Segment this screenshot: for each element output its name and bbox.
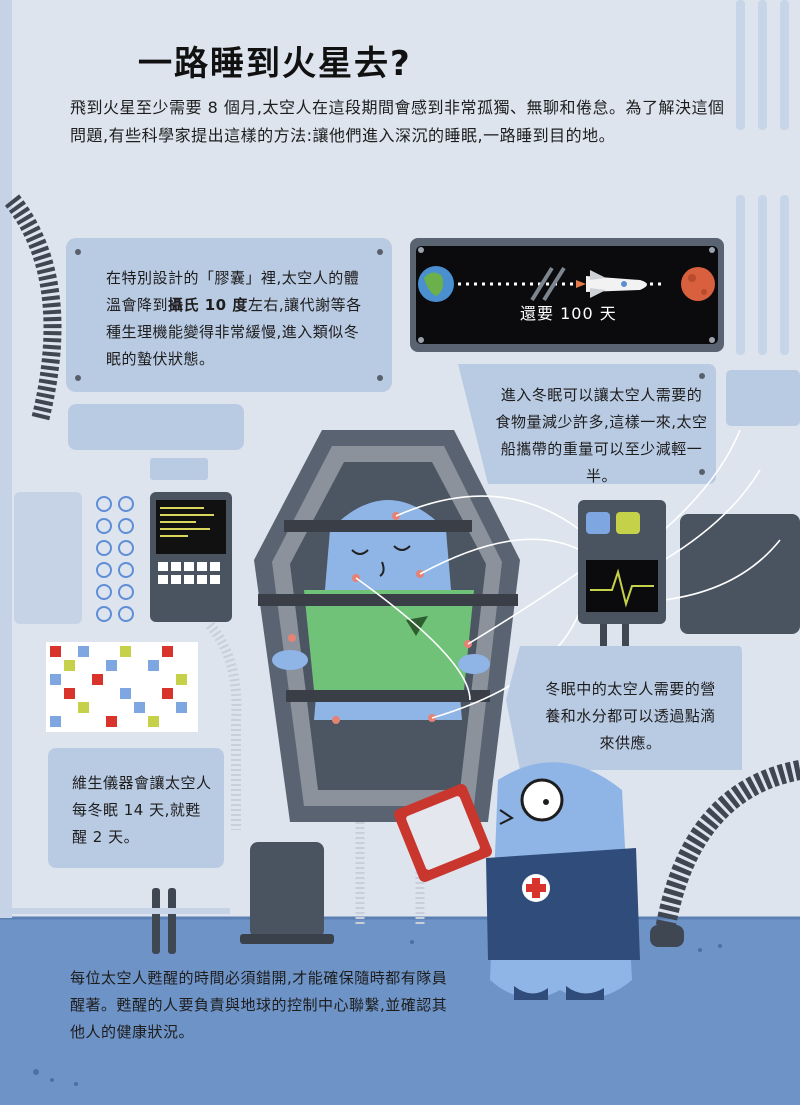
hibernation-capsule — [254, 430, 520, 822]
coil-cable — [206, 621, 242, 830]
generator-box — [240, 842, 334, 944]
capsule-info-text-bold: 攝氏 10 度 — [168, 296, 248, 314]
tablet-icon — [394, 784, 492, 882]
cycle-info-text: 維生儀器會讓太空人每冬眠 14 天,就甦醒 2 天。 — [72, 774, 212, 846]
heart-monitor — [578, 500, 666, 650]
left-wall-panel — [14, 492, 82, 624]
keypad-terminal — [150, 492, 232, 622]
sleeping-astronaut — [272, 500, 490, 724]
earth-icon — [418, 266, 454, 302]
drip-info-text: 冬眠中的太空人需要的營養和水分都可以透過點滴來供應。 — [545, 680, 716, 752]
food-info-card — [458, 364, 716, 484]
left-panel — [68, 404, 244, 450]
left-small-panel — [150, 458, 208, 480]
mars-icon — [681, 267, 715, 301]
status-square-grid — [46, 642, 198, 732]
intro-paragraph: 飛到火星至少需要 8 個月,太空人在這段期間會感到非常孤獨、無聊和倦怠。為了解決… — [70, 98, 725, 145]
right-hose — [655, 760, 800, 932]
floor-dots — [33, 940, 722, 1086]
bottom-paragraph: 每位太空人甦醒的時間必須錯開,才能確保隨時都有隊員醒著。甦醒的人要負責與地球的控… — [70, 969, 448, 1041]
capsule-info-card — [66, 238, 392, 392]
page-title: 一路睡到火星去? — [138, 44, 412, 84]
capsule-info-text: 在特別設計的「膠囊」裡,太空人的體溫會降到攝氏 10 度左右,讓代謝等各種生理機… — [106, 265, 366, 373]
left-edge-strip — [0, 0, 12, 918]
ceiling-pipes — [736, 0, 789, 355]
cycle-info-card — [48, 748, 224, 868]
indicator-circle-grid — [96, 496, 134, 622]
capsule-info-text-after: 左右,讓代謝等各種生理機能變得非常緩慢,進入類似冬眠的蟄伏狀態。 — [106, 296, 362, 368]
mission-progress-banner — [410, 238, 724, 352]
mission-remaining-label: 還要 100 天 — [520, 304, 617, 323]
food-info-text: 進入冬眠可以讓太空人需要的食物量減少許多,這樣一來,太空船攜帶的重量可以至少減輕… — [495, 386, 708, 485]
spaceship-icon — [576, 270, 647, 298]
doctor-astronaut — [394, 762, 640, 1000]
drip-info-card — [506, 646, 742, 770]
left-hose — [4, 194, 62, 423]
right-wall-panel — [726, 370, 800, 426]
floor — [0, 918, 800, 1105]
right-machine-box — [680, 514, 800, 634]
floor-pipes — [0, 888, 230, 954]
capsule-info-text-before: 在特別設計的「膠囊」裡,太空人的體溫會降到 — [106, 269, 360, 314]
